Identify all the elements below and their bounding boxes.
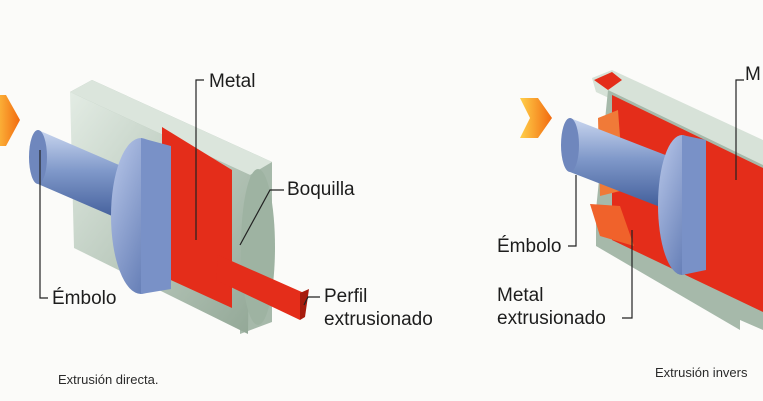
container-top-wall bbox=[70, 80, 272, 175]
label-profile-line2: extrusionado bbox=[324, 309, 433, 330]
leader-metal bbox=[195, 79, 204, 240]
label-ram-inverse: Émbolo bbox=[497, 236, 561, 257]
leader-profile bbox=[303, 296, 320, 306]
label-die: Boquilla bbox=[287, 179, 355, 200]
metal-lip-top bbox=[594, 72, 622, 90]
label-profile-line1: Perfil bbox=[324, 286, 367, 307]
leader-extruded-inverse bbox=[622, 230, 633, 319]
ram-head-side-inverse bbox=[682, 135, 706, 275]
direct-extrusion-figure: Metal Boquilla Perfil extrusionado Émbol… bbox=[0, 71, 433, 387]
billet-metal bbox=[162, 127, 232, 308]
inverse-extrusion-figure: M Émbolo Metal extrusionado Extrusión in… bbox=[497, 64, 763, 380]
leader-ram bbox=[39, 150, 48, 299]
ram-rod bbox=[38, 130, 126, 222]
label-extruded-line1: Metal bbox=[497, 285, 543, 306]
leader-ram-inverse bbox=[568, 175, 577, 247]
ram-rod-inverse bbox=[570, 118, 668, 210]
ram-head-side bbox=[141, 138, 171, 294]
extruded-tube bbox=[590, 204, 634, 246]
push-arrow-icon bbox=[0, 95, 20, 146]
push-arrow-icon-inverse bbox=[520, 98, 552, 138]
extruded-profile bbox=[216, 255, 304, 320]
label-extruded-line2: extrusionado bbox=[497, 308, 606, 329]
label-ram: Émbolo bbox=[52, 288, 116, 309]
caption-direct: Extrusión directa. bbox=[58, 372, 158, 387]
label-metal: Metal bbox=[209, 71, 255, 92]
ram-rod-end-inverse bbox=[561, 118, 579, 172]
caption-inverse: Extrusión invers bbox=[655, 365, 748, 380]
leader-die bbox=[239, 189, 284, 246]
leader-metal-inverse bbox=[735, 79, 744, 180]
label-metal-inverse: M bbox=[745, 64, 761, 85]
ram-rod-end bbox=[29, 130, 47, 184]
